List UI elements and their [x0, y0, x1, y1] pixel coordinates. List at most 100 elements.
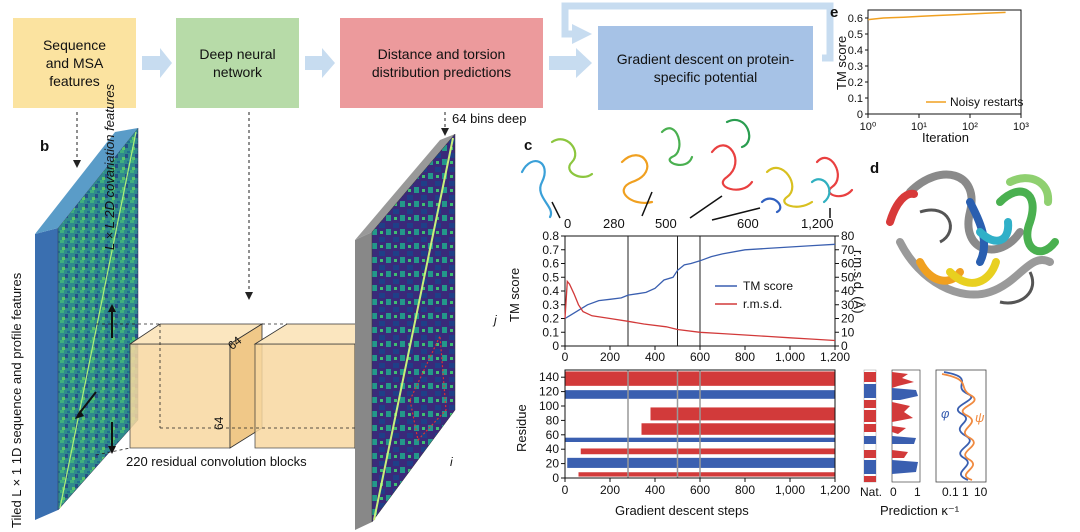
ss-band: [580, 448, 835, 455]
distogram-j-label: j: [494, 313, 497, 327]
panel-letter-d: d: [870, 160, 880, 177]
distogram-top: [355, 134, 455, 240]
phi-trace: [943, 371, 972, 481]
dashed-arrow-network-head: [245, 292, 253, 300]
structure-red: [886, 189, 918, 226]
ss-ytick-label: 80: [546, 413, 560, 427]
tm-ytick-label: 0.3: [542, 298, 559, 312]
rmsd-ytick-label: 0: [841, 339, 848, 353]
feedback-loop-arrowhead: [572, 24, 592, 44]
ss-band: [641, 423, 835, 435]
tm-xtick-label: 200: [600, 350, 620, 362]
tm-ytick-label: 0.8: [542, 229, 559, 243]
snapshot-arrow-280: [641, 191, 653, 217]
tm-xtick-label: 800: [735, 350, 755, 362]
panel-letter-b: b: [40, 138, 50, 155]
pipeline-arrows: [142, 2, 834, 78]
series-line-noisy-restarts: [867, 11, 1006, 21]
e-ytick-label: 0: [857, 109, 863, 121]
e-ytick-label: 0.6: [848, 13, 863, 25]
pred-tick-1: 1: [914, 485, 921, 499]
pipeline-box-network-label: Deep neural network: [199, 46, 276, 80]
e-ytick-label: 0.3: [848, 61, 863, 73]
feedback-loop-arrow: [561, 2, 834, 62]
kappa-tick-10: 10: [974, 485, 988, 499]
rmsd-ytick-label: 40: [841, 284, 855, 298]
native-prediction-strips: [863, 369, 987, 483]
ss-band: [650, 407, 835, 421]
e-ytick-label: 0.5: [848, 29, 863, 41]
block-dim-side: 64: [212, 416, 226, 430]
ss-ytick-label: 60: [546, 428, 560, 442]
ss-xtick-label: 1,200: [820, 483, 850, 497]
e-ytick-label: 0.1: [848, 93, 863, 105]
prediction-probability-strip: [891, 369, 921, 483]
pipeline-box-gradient: Gradient descent on protein-specific pot…: [598, 26, 813, 110]
structure-lightgreen: [1006, 174, 1053, 206]
e-xtick-label: 10¹: [911, 121, 927, 133]
tm-ytick-label: 0.7: [542, 243, 559, 257]
snapshot-step-1200: 1,200: [801, 216, 834, 231]
ss-ytick-label: 20: [546, 457, 560, 471]
series-line-tmscore: [564, 243, 836, 320]
legend-label-tm: TM score: [743, 279, 793, 293]
pred-tick-0: 0: [890, 485, 897, 499]
ss-ytick-label: 120: [539, 385, 559, 399]
tm-xtick-label: 1,000: [775, 350, 805, 362]
dashed-arrow-features-head: [73, 160, 81, 168]
psi-trace: [941, 373, 976, 481]
pipeline-box-predictions: Distance and torsion distribution predic…: [340, 18, 543, 108]
e-chart-frame: [867, 9, 1022, 115]
superposed-structure: [886, 170, 1059, 305]
ss-ytick-label: 40: [546, 442, 560, 456]
pipeline-box-sequence-label: Sequence and MSA features: [42, 37, 107, 89]
snapshot-280-structure: [620, 154, 654, 204]
tm-xtick-label: 0: [562, 350, 569, 362]
snapshot-600-structure-b: [760, 197, 782, 214]
tm-xtick-label: 600: [690, 350, 710, 362]
snapshot-step-0: 0: [564, 216, 572, 231]
covariation-top-edge: [35, 128, 138, 234]
rmsd-ytick-label: 10: [841, 325, 855, 339]
covariation-diagonal: [59, 131, 137, 509]
ss-xtick-label: 400: [645, 483, 665, 497]
panel-b-diagram: [35, 112, 456, 530]
bins-label: 64 bins deep: [452, 111, 527, 126]
structure-grey-1: [906, 170, 1024, 254]
tm-axis-label: TM score: [507, 267, 522, 322]
axis-arrow-down-head: [108, 446, 116, 454]
pipeline-arrow-1: [142, 48, 172, 78]
pipeline-box-sequence: Sequence and MSA features: [13, 18, 136, 108]
structure-green: [996, 187, 1059, 256]
axis-arrow-left: [77, 391, 97, 416]
ss-xtick-label: 200: [600, 483, 620, 497]
ss-xtick-label: 0: [562, 483, 569, 497]
snapshot-0-structure: [520, 160, 553, 219]
snapshot-arrow-0: [551, 201, 561, 219]
ss-xtick-label: 800: [735, 483, 755, 497]
e-ytick-label: 0.2: [848, 77, 863, 89]
e-ylabel: TM score: [834, 35, 849, 90]
residual-block-1: [128, 323, 264, 449]
tm-ytick-label: 0.5: [542, 270, 559, 284]
structure-snapshots: [520, 118, 854, 221]
series-line-rmsd: [564, 279, 836, 342]
ss-band: [567, 457, 835, 468]
snapshot-step-280: 280: [603, 216, 625, 231]
kappa-tick-01: 0.1: [942, 485, 959, 499]
rmsd-ytick-label: 70: [841, 243, 855, 257]
snapshot-600-structure: [765, 166, 814, 208]
residue-axis-label: Residue: [514, 404, 529, 452]
axis-arrow-left-head: [75, 410, 84, 419]
ss-ytick-label: 100: [539, 399, 559, 413]
pipeline-box-predictions-label: Distance and torsion distribution predic…: [371, 46, 512, 80]
snapshot-500-structure-b: [725, 118, 751, 149]
dashed-arrow-bins-head: [441, 128, 449, 136]
e-xlabel: Iteration: [922, 130, 969, 145]
snapshot-step-600: 600: [737, 216, 759, 231]
tm-xtick-label: 400: [645, 350, 665, 362]
tm-ytick-label: 0.6: [542, 257, 559, 271]
covariation-label: L × L 2D covariation features: [102, 83, 117, 250]
snapshot-arrow-500: [689, 195, 723, 219]
